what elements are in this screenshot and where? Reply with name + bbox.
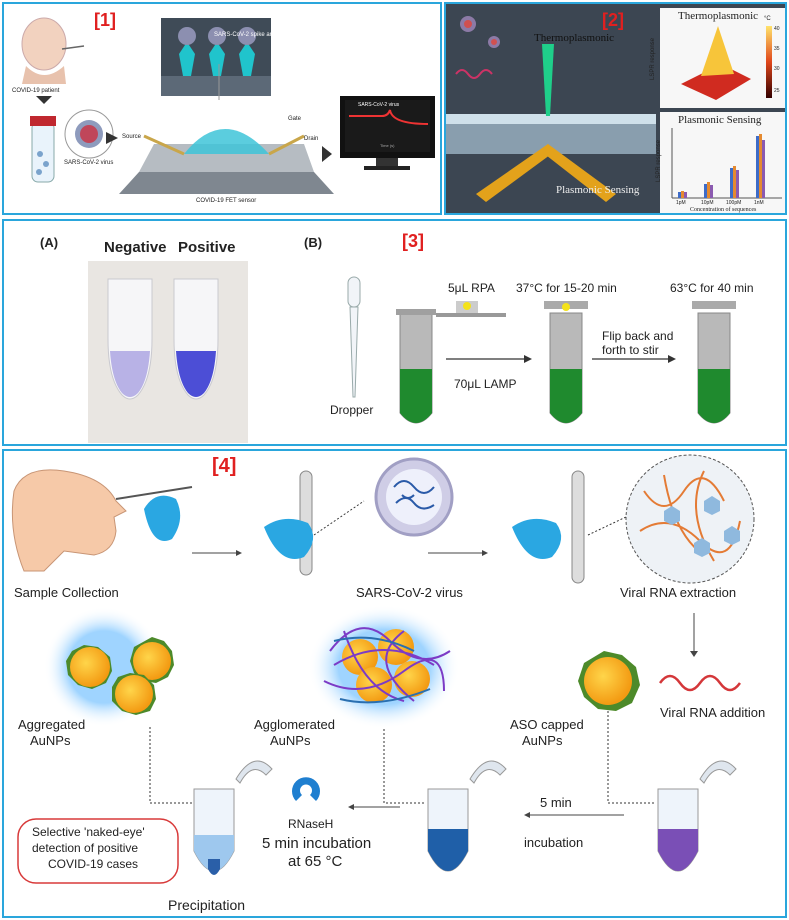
step2-line1: Flip back and (602, 329, 674, 343)
sample-tube-icon (31, 121, 55, 183)
dropper-icon (349, 306, 359, 398)
agglomerated-label-2: AuNPs (270, 733, 311, 748)
aunp-illustration (11, 454, 755, 884)
virus-label-4: SARS-CoV-2 virus (356, 585, 463, 600)
sample-collection-label: Sample Collection (14, 585, 119, 600)
agglomerated-label-1: Agglomerated (254, 717, 335, 732)
precipitation-label: Precipitation (168, 897, 246, 913)
aggregated-label-1: Aggregated (18, 717, 86, 732)
patient-label: COVID-19 patient (12, 88, 60, 94)
aso-capped-aunp-icon (578, 651, 640, 711)
chart-bottom-cat-2: 10pM (701, 200, 714, 206)
aggregated-aunps-icon (66, 637, 174, 715)
aggregated-label-2: AuNPs (30, 733, 71, 748)
panel-2-tag: [2] (602, 10, 624, 30)
thermo-label: Thermoplasmonic (534, 32, 615, 44)
chart-top-title: Thermoplasmonic (678, 10, 759, 22)
monitor-title: SARS-CoV-2 virus (358, 102, 400, 108)
tube-precipitation (193, 760, 273, 875)
rnaseh-label: RNaseH (288, 817, 334, 831)
swab-tube-2 (571, 470, 585, 584)
label-a: (A) (40, 235, 59, 250)
fet-sensor-illustration (21, 17, 435, 194)
patient-face-icon (11, 469, 127, 572)
viral-rna-icon (625, 454, 755, 584)
dropper-label: Dropper (330, 403, 374, 417)
panel-fet-sensor: [1] COVID-19 patient SARS-CoV-2 virus SA… (2, 2, 442, 215)
step1-label: 37°C for 15-20 min (516, 281, 617, 295)
rna-extraction-label: Viral RNA extraction (620, 585, 737, 600)
glove-icon-2 (264, 518, 314, 559)
rpa-label: 5μL RPA (448, 281, 495, 295)
chart-top-ylabel: LSPR response (650, 37, 657, 81)
incubation-5-line-1: 5 min (540, 795, 572, 810)
gate-label: Gate (288, 116, 302, 122)
chart-top-tick-2: 35 (774, 46, 780, 52)
incubation-65-line-1: 5 min incubation (262, 835, 372, 852)
panel-plasmonic: [2] Thermoplasmonic Plasmonic Sensing Th… (444, 2, 787, 215)
rna-addition-label: Viral RNA addition (660, 705, 766, 720)
virus-label: SARS-CoV-2 virus (64, 160, 114, 166)
chart-top-tick-3: 30 (774, 66, 780, 72)
label-b: (B) (304, 235, 323, 250)
monitor-xaxis: Time (s) (380, 143, 395, 148)
chart-top-unit: °C (764, 16, 771, 22)
tube-aso (657, 760, 737, 872)
viral-rna-strand (658, 674, 742, 692)
panel-3-tag: [3] (402, 231, 424, 251)
agglomerated-aunps-icon (323, 627, 451, 704)
plasmonic-label: Plasmonic Sensing (556, 184, 640, 196)
tube-agglomerated (427, 760, 507, 872)
chart-bottom-xlabel: Concentration of sequences (690, 207, 757, 213)
lamp-label: 70μL LAMP (454, 377, 517, 391)
panel-1-tag: [1] (94, 10, 116, 30)
positive-label: Positive (178, 239, 236, 256)
incubation-5-line-2: incubation (524, 835, 584, 850)
rnaseh-icon (292, 777, 321, 801)
detection-line-1: Selective 'naked-eye' (32, 825, 145, 839)
plasmonic-illustration (446, 8, 785, 213)
chart-bottom-cat-4: 1nM (754, 200, 764, 206)
detection-line-3: COVID-19 cases (48, 857, 139, 871)
antibody-label: SARS-CoV-2 spike antibody (214, 32, 290, 38)
drain-label: Drain (304, 136, 319, 142)
chart-bottom-ylabel: LSPR response (656, 139, 663, 183)
gate-droplet (184, 129, 269, 154)
chart-top-tick-1: 40 (774, 26, 780, 32)
thermo-beam (542, 44, 554, 116)
panel-aunp-detection: [4] Sample Collection SARS-CoV-2 virus V… (2, 449, 787, 918)
glove-icon-3 (512, 518, 562, 559)
detection-box (17, 818, 179, 884)
chart-bottom-cat-3: 100pM (726, 200, 742, 206)
chart-bottom-cat-1: 1pM (676, 200, 686, 206)
source-label: Source (122, 134, 142, 140)
chart-top-tick-4: 25 (774, 88, 780, 94)
incubation-65-line-2: at 65 °C (288, 853, 343, 870)
glove-icon-1 (144, 495, 181, 541)
panel-rpa-lamp: [3] (A) (B) Negative Positive Dropper 5μ… (2, 219, 787, 446)
step2-line2: forth to stir (602, 343, 659, 357)
panel-4-tag: [4] (212, 455, 237, 477)
plasmonic-chart (660, 112, 785, 213)
sensor-label: COVID-19 FET sensor (196, 198, 257, 204)
patient-head-icon (21, 17, 67, 71)
aso-label-2: AuNPs (522, 733, 563, 748)
chart-bottom-title: Plasmonic Sensing (678, 114, 762, 126)
aso-label-1: ASO capped (510, 717, 584, 732)
step3-label: 63°C for 40 min (670, 281, 754, 295)
negative-label: Negative (104, 239, 167, 256)
rpa-lamp-illustration (88, 261, 736, 443)
detection-line-2: detection of positive (32, 841, 139, 855)
